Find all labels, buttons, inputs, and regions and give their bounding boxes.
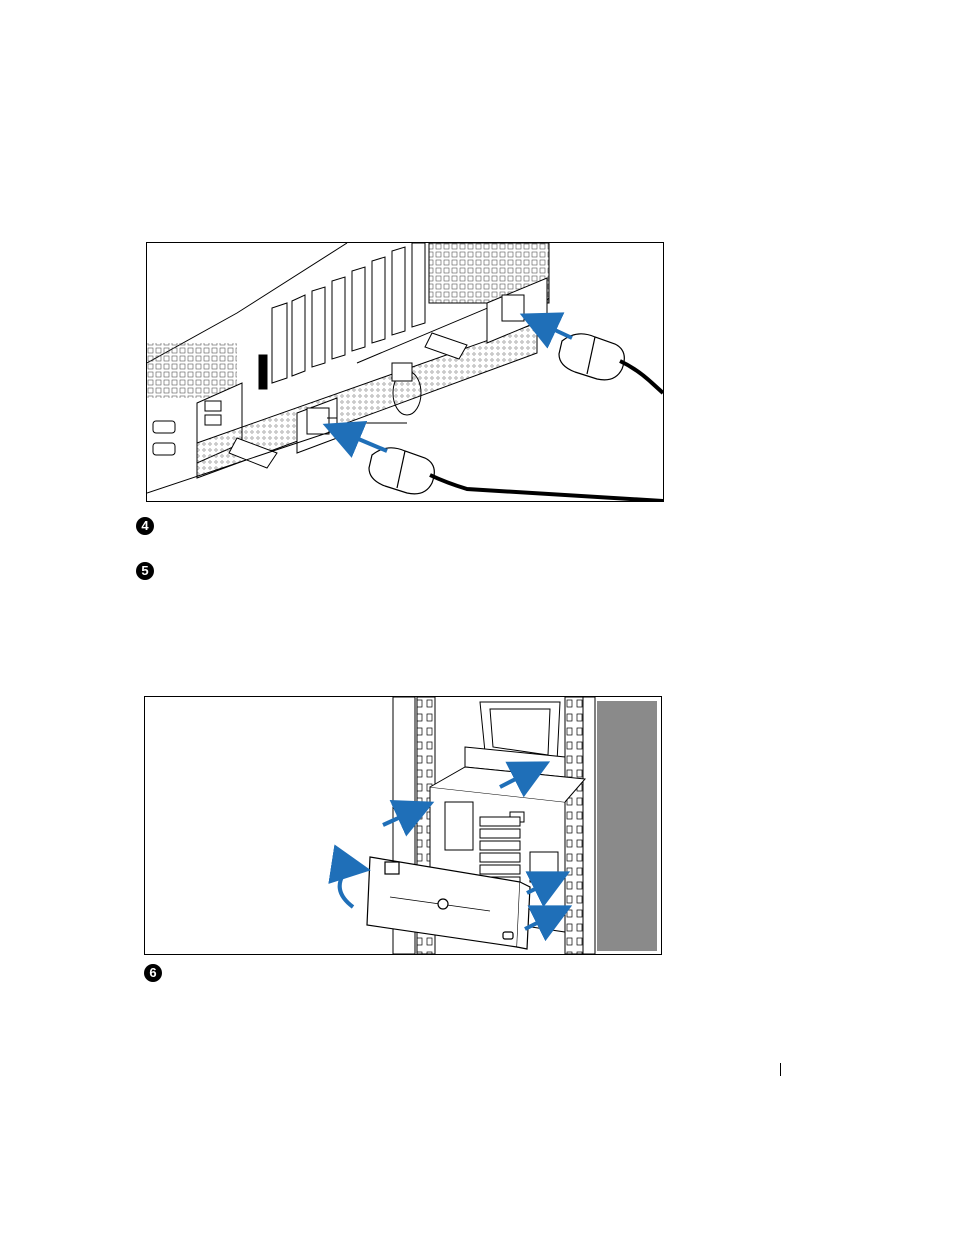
step-badge-5: 5	[136, 562, 154, 580]
monitor	[465, 702, 565, 777]
expansion-slots	[272, 243, 425, 383]
front-bezel-installation-figure	[144, 696, 662, 955]
insert-arrow-lower	[330, 427, 387, 451]
power-cable-upper	[559, 334, 663, 393]
page-marker	[780, 1063, 781, 1076]
power-cable-connection-figure	[146, 242, 664, 502]
step-badge-6: 6	[144, 964, 162, 982]
server-chassis-rear	[147, 243, 549, 493]
power-cable-lower	[369, 448, 663, 501]
step-badge-4: 4	[136, 517, 154, 535]
rotate-arrow	[340, 869, 363, 907]
